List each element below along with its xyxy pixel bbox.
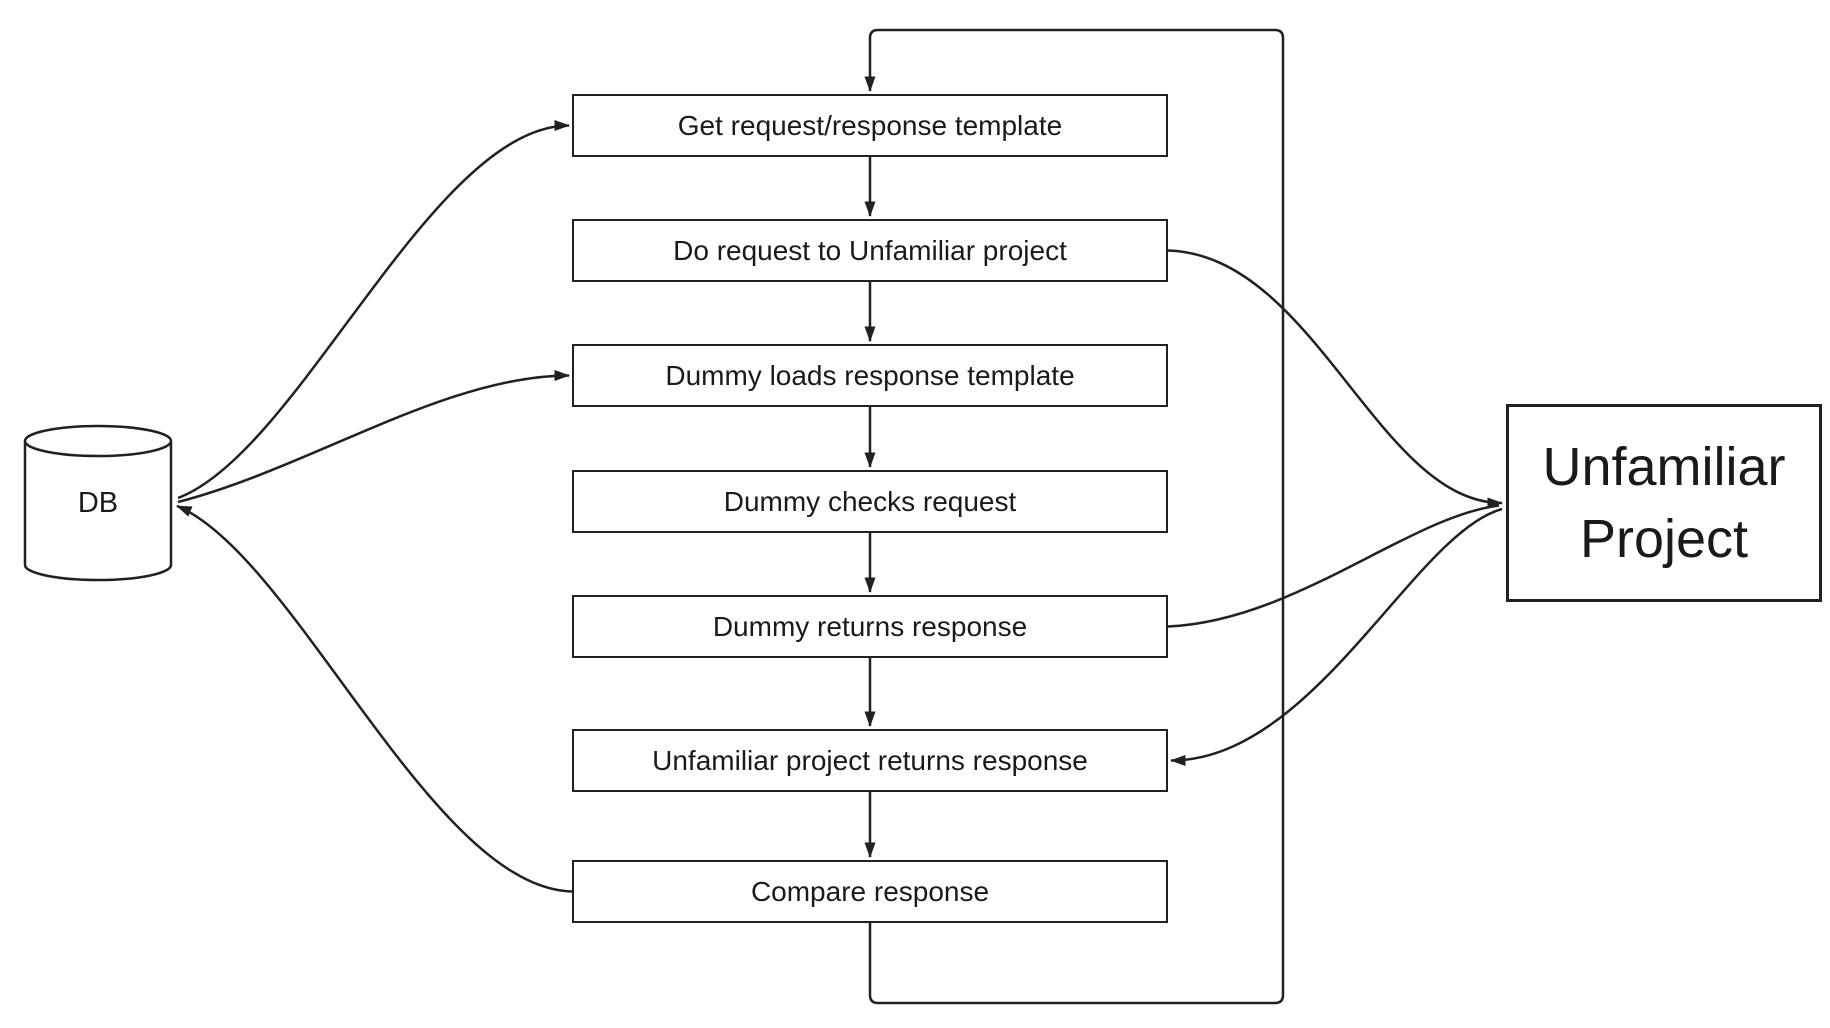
step-label: Dummy checks request (723, 485, 1017, 517)
edge-loop-compare-to-get-template (864, 28, 1285, 1005)
step-unfamiliar-project-returns-response: Unfamiliar project returns response (572, 729, 1168, 792)
edge-db-to-step1 (177, 120, 570, 500)
step-label: Dummy loads response template (665, 359, 1075, 391)
edge-step7-to-db (176, 504, 573, 893)
db-cylinder (23, 424, 173, 582)
edge-unfamiliar-to-step6 (1170, 507, 1503, 766)
unfamiliar-project-label: Unfamiliar Project (1542, 437, 1786, 569)
unfamiliar-project-node: Unfamiliar Project (1506, 404, 1822, 602)
edge-db-to-step3 (177, 370, 570, 504)
step-dummy-loads-response-template: Dummy loads response template (572, 344, 1168, 407)
step-get-request-response-template: Get request/response template (572, 94, 1168, 157)
step-dummy-checks-request: Dummy checks request (572, 470, 1168, 533)
step-label: Unfamiliar project returns response (652, 744, 1088, 776)
step-do-request-to-unfamiliar-project: Do request to Unfamiliar project (572, 219, 1168, 282)
step-dummy-returns-response: Dummy returns response (572, 595, 1168, 658)
step-compare-response: Compare response (572, 860, 1168, 923)
edge-step5-to-unfamiliar (1167, 504, 1500, 628)
step-label: Do request to Unfamiliar project (673, 234, 1067, 266)
db-node-label: DB (77, 487, 119, 519)
step-label: Get request/response template (677, 109, 1063, 141)
edge-step2-to-unfamiliar (1167, 249, 1503, 509)
step-label: Dummy returns response (712, 610, 1028, 642)
step-label: Compare response (750, 875, 990, 907)
